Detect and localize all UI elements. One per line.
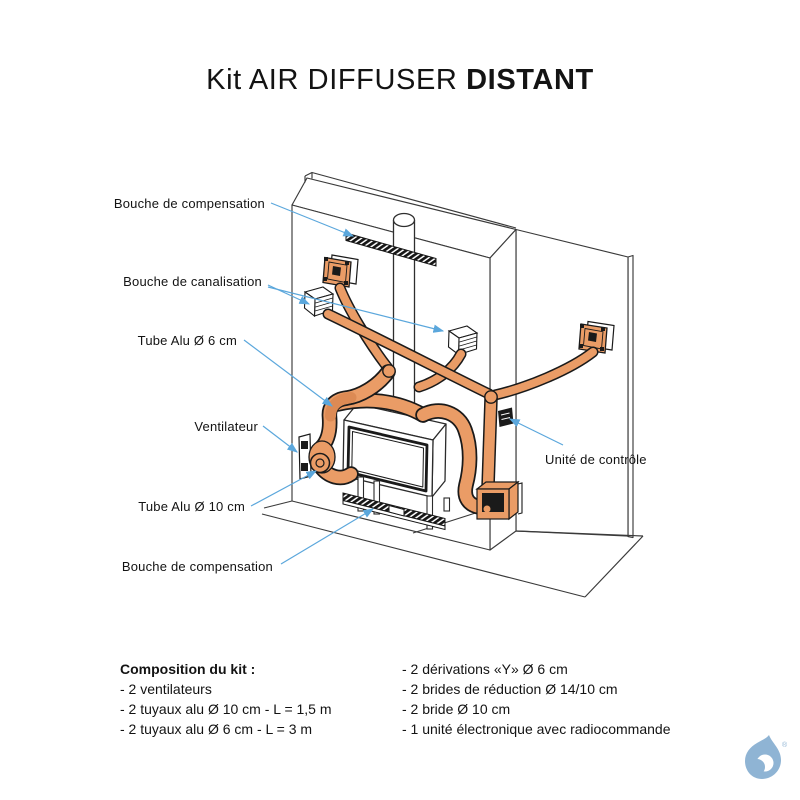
vent-box-right — [578, 320, 615, 354]
fan-right — [475, 480, 523, 521]
composition-item: - 2 ventilateurs — [120, 681, 212, 697]
composition-item: - 2 tuyaux alu Ø 10 cm - L = 1,5 m — [120, 701, 332, 717]
page-title-emphasis: DISTANT — [466, 64, 594, 96]
label-bouche-compensation-bottom: Bouche de compensation — [121, 559, 273, 574]
stove-legs — [357, 476, 451, 530]
vent-clip — [388, 504, 405, 517]
canal-box-center — [447, 325, 479, 356]
y-derivation-right — [484, 390, 498, 404]
composition-item: - 1 unité électronique avec radiocommand… — [402, 721, 671, 737]
brand-logo: ® — [745, 735, 788, 779]
label-tube-alu-10: Tube Alu Ø 10 cm — [138, 499, 245, 514]
stove-window — [346, 425, 429, 493]
compensation-vent-bottom — [342, 492, 446, 531]
control-unit-box — [498, 407, 514, 427]
stove — [342, 403, 447, 498]
leader-arrows — [243, 202, 564, 565]
drop-dot — [749, 759, 765, 775]
registered-mark: ® — [782, 741, 788, 749]
y-derivation-left — [382, 364, 396, 378]
composition-item: - 2 brides de réduction Ø 14/10 cm — [402, 681, 618, 697]
vent-box-upper-left — [322, 254, 359, 288]
duct-network — [312, 282, 599, 515]
composition-section-left: Composition du kit : - 2 ventilateurs - … — [120, 659, 332, 739]
fan-left — [298, 433, 336, 480]
composition-item: - 2 bride Ø 10 cm — [402, 701, 511, 717]
label-unite-de-controle: Unité de contrôle — [545, 452, 647, 467]
composition-heading: Composition du kit : — [120, 661, 256, 677]
label-ventilateur: Ventilateur — [194, 419, 258, 434]
composition-section-right: - 2 dérivations «Y» Ø 6 cm - 2 brides de… — [402, 659, 671, 739]
compensation-vent-top — [345, 232, 437, 267]
page-title: Kit AIR DIFFUSER DISTANT — [0, 64, 800, 97]
label-bouche-canalisation: Bouche de canalisation — [123, 274, 262, 289]
label-bouche-compensation-top: Bouche de compensation — [113, 196, 265, 211]
composition-item: - 2 tuyaux alu Ø 6 cm - L = 3 m — [120, 721, 313, 737]
label-tube-alu-6: Tube Alu Ø 6 cm — [137, 333, 237, 348]
page-title-prefix: Kit AIR DIFFUSER — [206, 64, 467, 96]
composition-item: - 2 dérivations «Y» Ø 6 cm — [402, 661, 568, 677]
